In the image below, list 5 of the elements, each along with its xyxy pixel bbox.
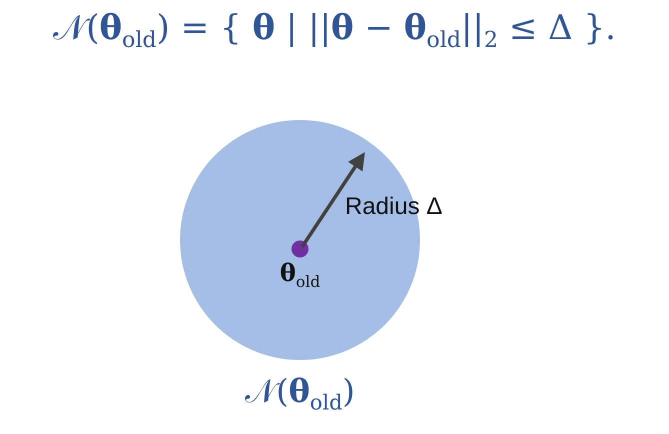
set-label: 𝒩(θ$_{old}$): [245, 372, 355, 414]
parameter-label: θ$_{old}$: [280, 258, 320, 291]
edge-label: Radius Δ: [345, 193, 442, 221]
set-definition-formula: 𝒩(θ$_{old}$) = { θ | ||θ − θ$_{old}$||$_{2}$ ≤ Δ }.: [53, 8, 616, 53]
arrow: [300, 152, 365, 248]
